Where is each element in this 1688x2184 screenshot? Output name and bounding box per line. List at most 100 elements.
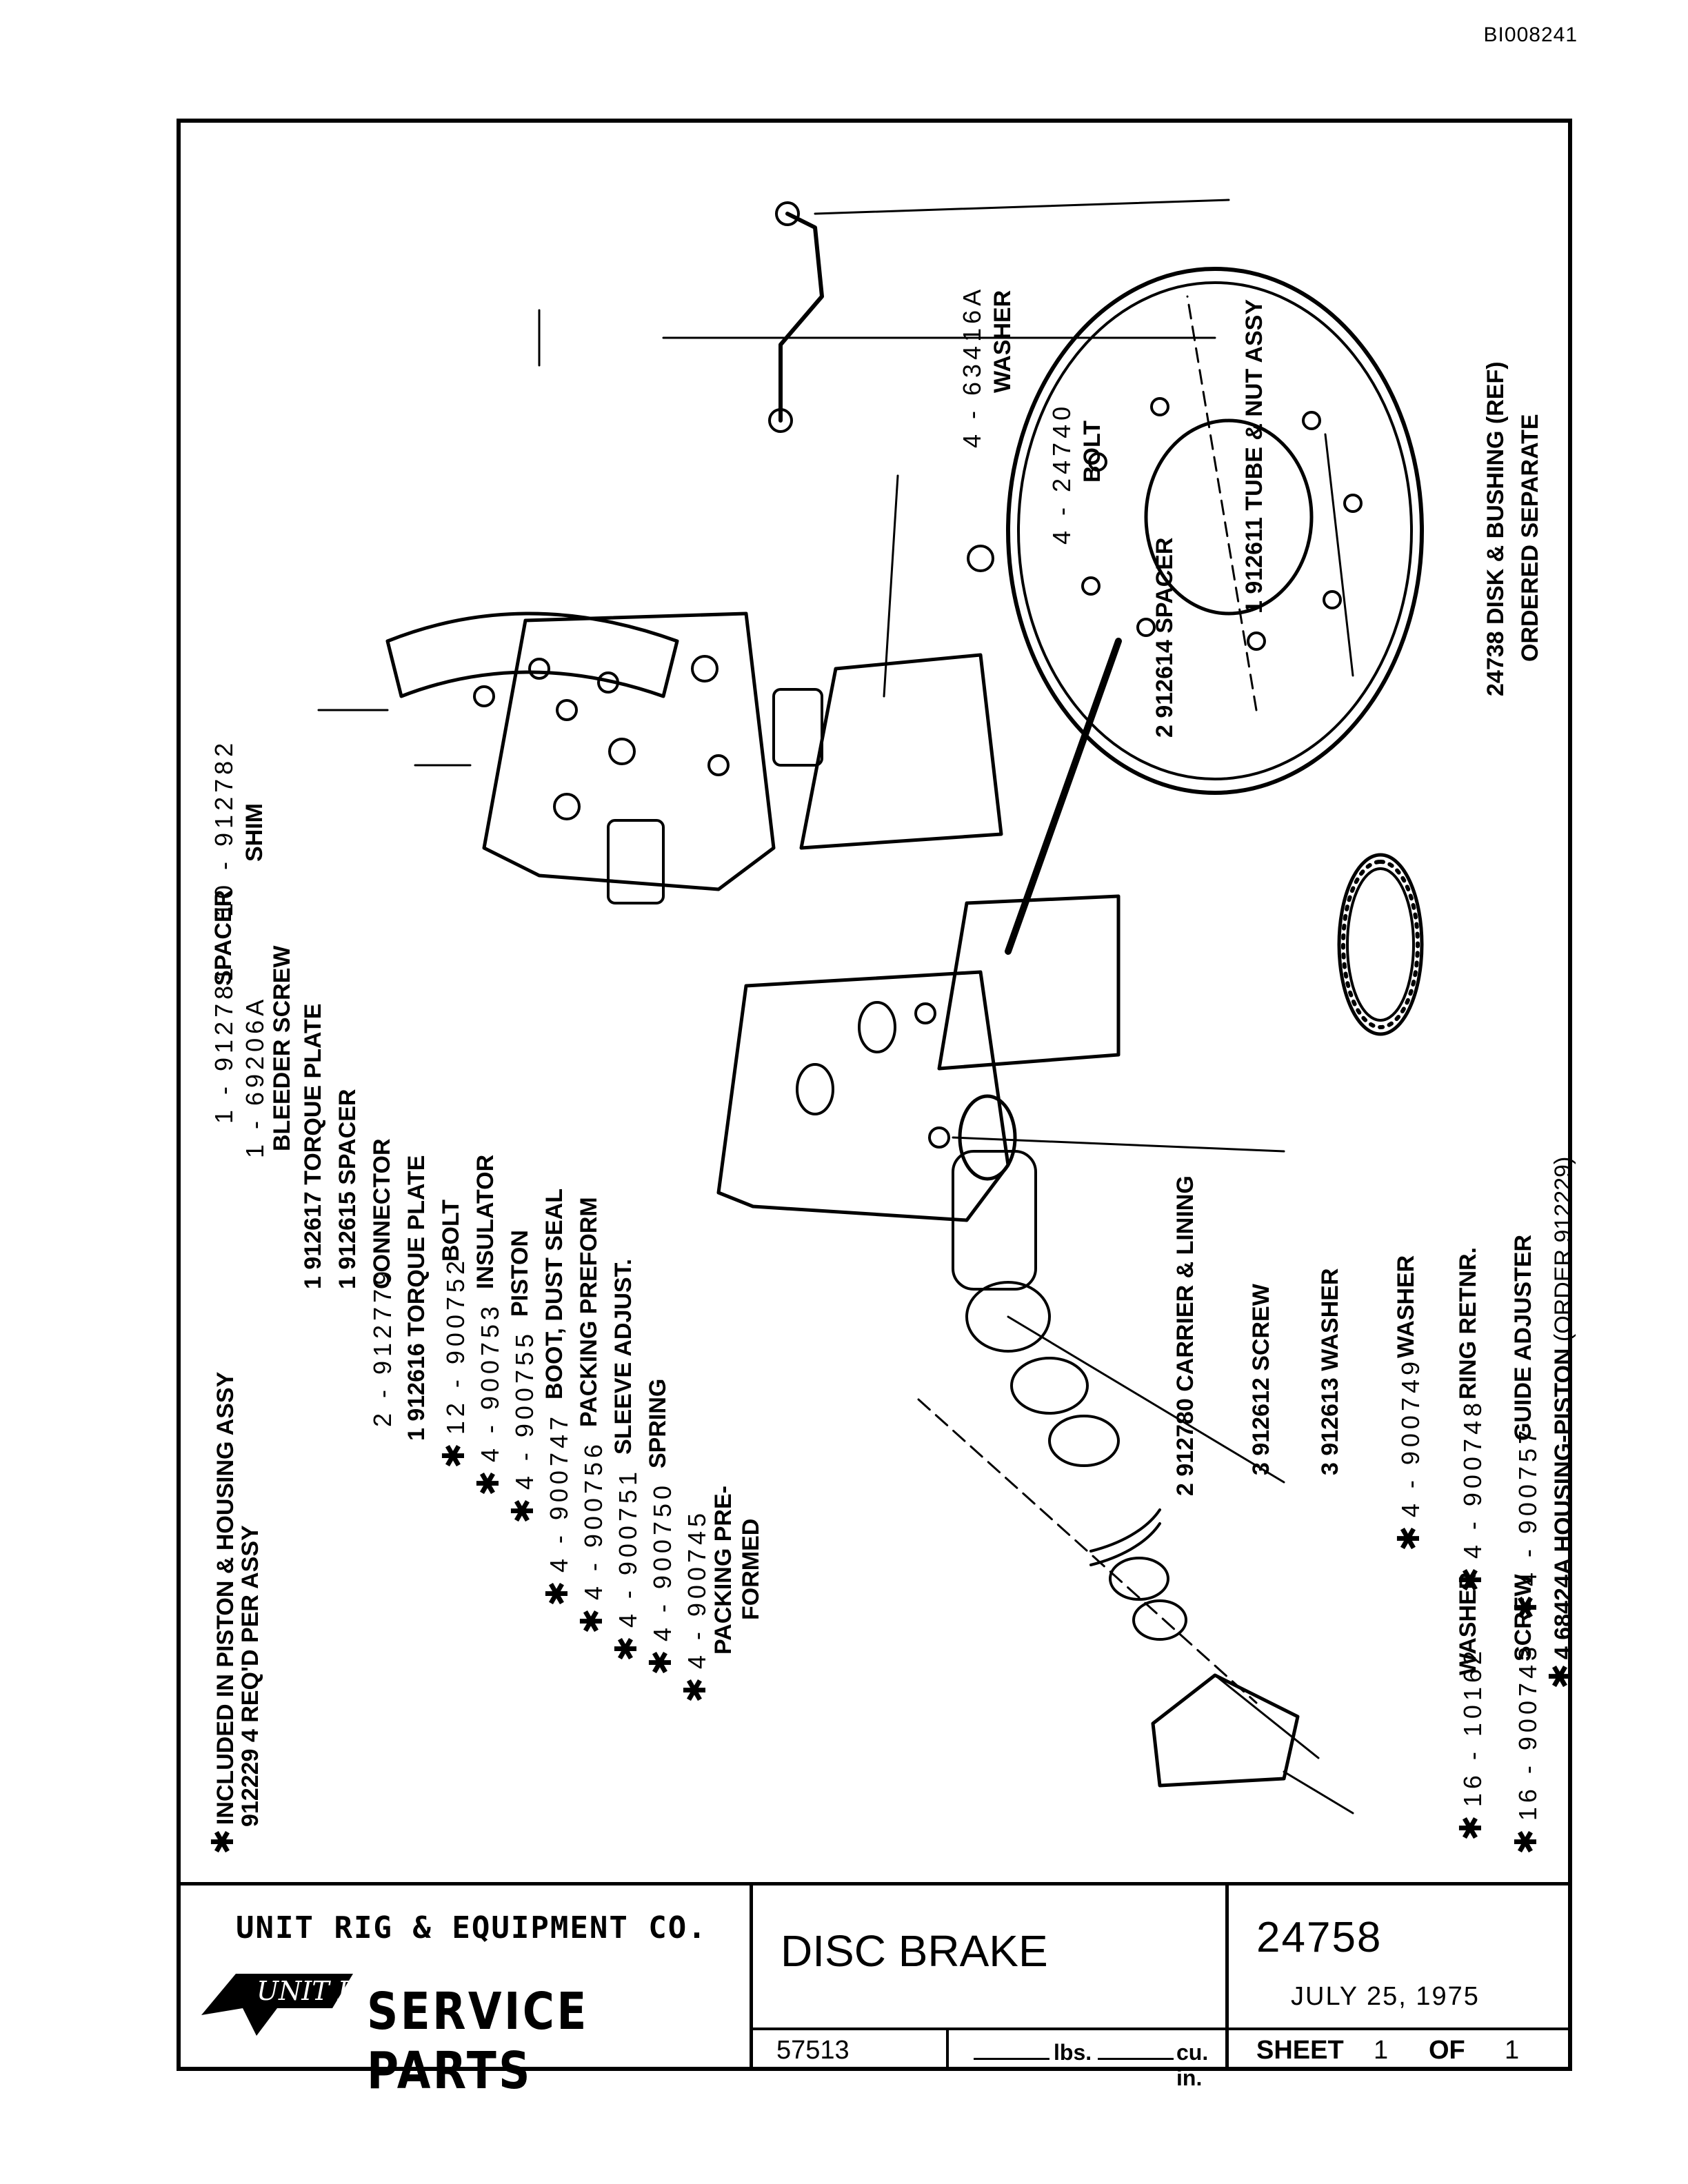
sheet-number: 1 (1374, 2036, 1389, 2065)
label-spacer-1-number: 1 - 912781 (210, 963, 238, 1124)
divider (946, 2030, 949, 2067)
label-housing-piston-order: (ORDER 912229) (1550, 1156, 1576, 1342)
label-washer-c-name: WASHER (1393, 1255, 1419, 1358)
sheet-row: SHEET 1 OF 1 (1229, 2030, 1568, 2067)
drawing-number-cell: 24758 JULY 25, 1975 SHEET 1 OF 1 (1229, 1885, 1568, 2067)
label-packing-preform-name: PACKING PREFORM (576, 1197, 602, 1427)
label-disk-bushing: 24738 DISK & BUSHING (REF) (1483, 361, 1509, 696)
label-washer-c-number: ✱4 - 900749 (1392, 1357, 1426, 1551)
label-torque-plate-lower: 1 912616 TORQUE PLATE (403, 1155, 430, 1441)
weight-blank (974, 2058, 1049, 2060)
label-washer-d-number: ✱16 - 10162 (1454, 1646, 1488, 1841)
label-ring-retnr-name: RING RETNR. (1455, 1247, 1481, 1399)
divider (753, 2028, 1225, 2030)
label-tube-nut: 1 912611 TUBE & NUT ASSY (1241, 299, 1267, 614)
asterisk-icon: ✱ (206, 1829, 240, 1854)
brake-disk (1006, 267, 1424, 795)
asterisk-icon: ✱ (610, 1632, 643, 1661)
label-packing-preformed-number: ✱4 - 900745 (679, 1508, 712, 1703)
service-parts-label: SERVICE PARTS (367, 1982, 589, 2101)
label-spring-name: SPRING (645, 1378, 671, 1468)
carrier-lining (799, 653, 1121, 1071)
asterisk-icon: ✱ (1454, 1811, 1488, 1841)
part-name-cell: DISC BRAKE 57513 lbs. cu. in. (753, 1885, 1229, 2090)
label-bolt-b-name: BOLT (1079, 420, 1105, 483)
cu-in-unit: cu. in. (1176, 2040, 1209, 2090)
asterisk-icon: ✱ (575, 1604, 609, 1634)
label-connector-name: CONNECTOR (369, 1138, 395, 1290)
asterisk-icon: ✱ (541, 1577, 574, 1606)
label-spacer-3: 2 912614 SPACER (1152, 537, 1178, 738)
unit-rig-logo: UNIT RIG (194, 1960, 389, 2046)
label-washer-d-name: WASHER (1455, 1572, 1481, 1675)
label-screw-d-name: SCREW (1510, 1574, 1536, 1661)
label-spacer-1-name: SPACER (210, 889, 237, 986)
label-packing-preformed-name-2: FORMED (738, 1518, 764, 1620)
sheet-label: SHEET (1256, 2036, 1344, 2065)
label-bolt-number: ✱12 - 900752 (437, 1256, 471, 1468)
torque-plate-upper (482, 611, 776, 891)
label-washer-a-number: 4 - 63416A (958, 285, 986, 448)
code-number: 57513 (776, 2036, 850, 2065)
label-insulator-number: ✱4 - 900753 (472, 1302, 505, 1496)
drawing-date: JULY 25, 1975 (1291, 1982, 1480, 2011)
asterisk-icon: ✱ (1392, 1521, 1426, 1551)
label-packing-preform-number: ✱4 - 900756 (575, 1439, 609, 1634)
label-boot-name: BOOT, DUST SEAL (541, 1188, 567, 1399)
asterisk-icon: ✱ (472, 1466, 505, 1496)
label-washer-a-name: WASHER (989, 290, 1016, 393)
note-included: ✱INCLUDED IN PISTON & HOUSING ASSY (206, 1371, 240, 1854)
label-spacer-2: 1 912615 SPACER (334, 1089, 361, 1289)
label-screw-b: 3 912612 SCREW (1248, 1284, 1274, 1475)
label-connector-number: 2 - 912779 (368, 1266, 396, 1427)
divider (1229, 2028, 1568, 2030)
rotated-drawing-area: ✱INCLUDED IN PISTON & HOUSING ASSY 91222… (181, 123, 1578, 1882)
asterisk-icon: ✱ (1544, 1664, 1578, 1689)
label-screw-d-number: ✱16 - 900743 (1509, 1642, 1543, 1854)
tube-nut-assy (768, 201, 824, 433)
label-torque-plate-upper: 1 912617 TORQUE PLATE (300, 1003, 326, 1289)
label-bolt-b-number: 4 - 24740 (1047, 402, 1076, 545)
company-cell: UNIT RIG & EQUIPMENT CO. UNIT RIG SERVIC… (181, 1885, 753, 2101)
document-id: BI008241 (1483, 23, 1578, 46)
label-carrier-lining: 2 912780 CARRIER & LINING (1172, 1175, 1198, 1496)
torque-plate-lower (716, 970, 1010, 1222)
label-boot-number: ✱4 - 900747 (541, 1412, 574, 1606)
label-sleeve-name: SLEEVE ADJUST. (610, 1258, 636, 1455)
title-block: UNIT RIG & EQUIPMENT CO. UNIT RIG SERVIC… (181, 1882, 1568, 2101)
asterisk-icon: ✱ (1509, 1825, 1543, 1854)
of-label: OF (1429, 2036, 1465, 2065)
part-name: DISC BRAKE (781, 1926, 1048, 1976)
asterisk-icon: ✱ (506, 1494, 540, 1524)
label-housing-piston: ✱4 68424A HOUSING-PISTON (ORDER 912229) (1544, 1156, 1578, 1689)
asterisk-icon: ✱ (437, 1439, 471, 1468)
weight-row: 57513 lbs. cu. in. (753, 2030, 1229, 2090)
asterisk-icon: ✱ (679, 1673, 712, 1703)
note-included-qty: 912229 4 REQ'D PER ASSY (237, 1525, 263, 1827)
label-insulator-name: INSULATOR (472, 1154, 499, 1289)
label-piston-name: PISTON (507, 1230, 533, 1317)
label-sleeve-number: ✱4 - 900751 (610, 1467, 643, 1661)
label-spring-number: ✱4 - 900750 (644, 1481, 678, 1675)
leader-lines (317, 199, 1354, 1814)
shim (385, 611, 679, 707)
label-washer-b: 3 912613 WASHER (1317, 1268, 1343, 1476)
piston-housing-stack (917, 1094, 1300, 1788)
label-shim-name: SHIM (241, 803, 268, 862)
label-ring-retnr-number: ✱4 - 900748 (1454, 1398, 1488, 1593)
drawing-frame: ✱INCLUDED IN PISTON & HOUSING ASSY 91222… (177, 119, 1578, 2101)
company-name: UNIT RIG & EQUIPMENT CO. (236, 1910, 707, 1945)
label-packing-preformed-name-1: PACKING PRE- (710, 1486, 736, 1655)
label-piston-number: ✱4 - 900755 (506, 1329, 540, 1524)
label-bleeder-number: 1 - 69206A (241, 995, 269, 1158)
label-bleeder-name: BLEEDER SCREW (269, 945, 295, 1151)
bushing-ring (1337, 853, 1424, 1036)
drawing-number: 24758 (1256, 1914, 1383, 1961)
spacers (607, 688, 823, 904)
svg-text:UNIT RIG: UNIT RIG (257, 1976, 360, 2006)
lbs-unit: lbs. (1054, 2040, 1092, 2065)
parts-illustration (317, 199, 1424, 1814)
label-guide-adjuster-name: GUIDE ADJUSTER (1510, 1234, 1536, 1441)
sheet-total: 1 (1505, 2036, 1520, 2065)
label-disk-ordered: ORDERED SEPARATE (1517, 414, 1543, 662)
